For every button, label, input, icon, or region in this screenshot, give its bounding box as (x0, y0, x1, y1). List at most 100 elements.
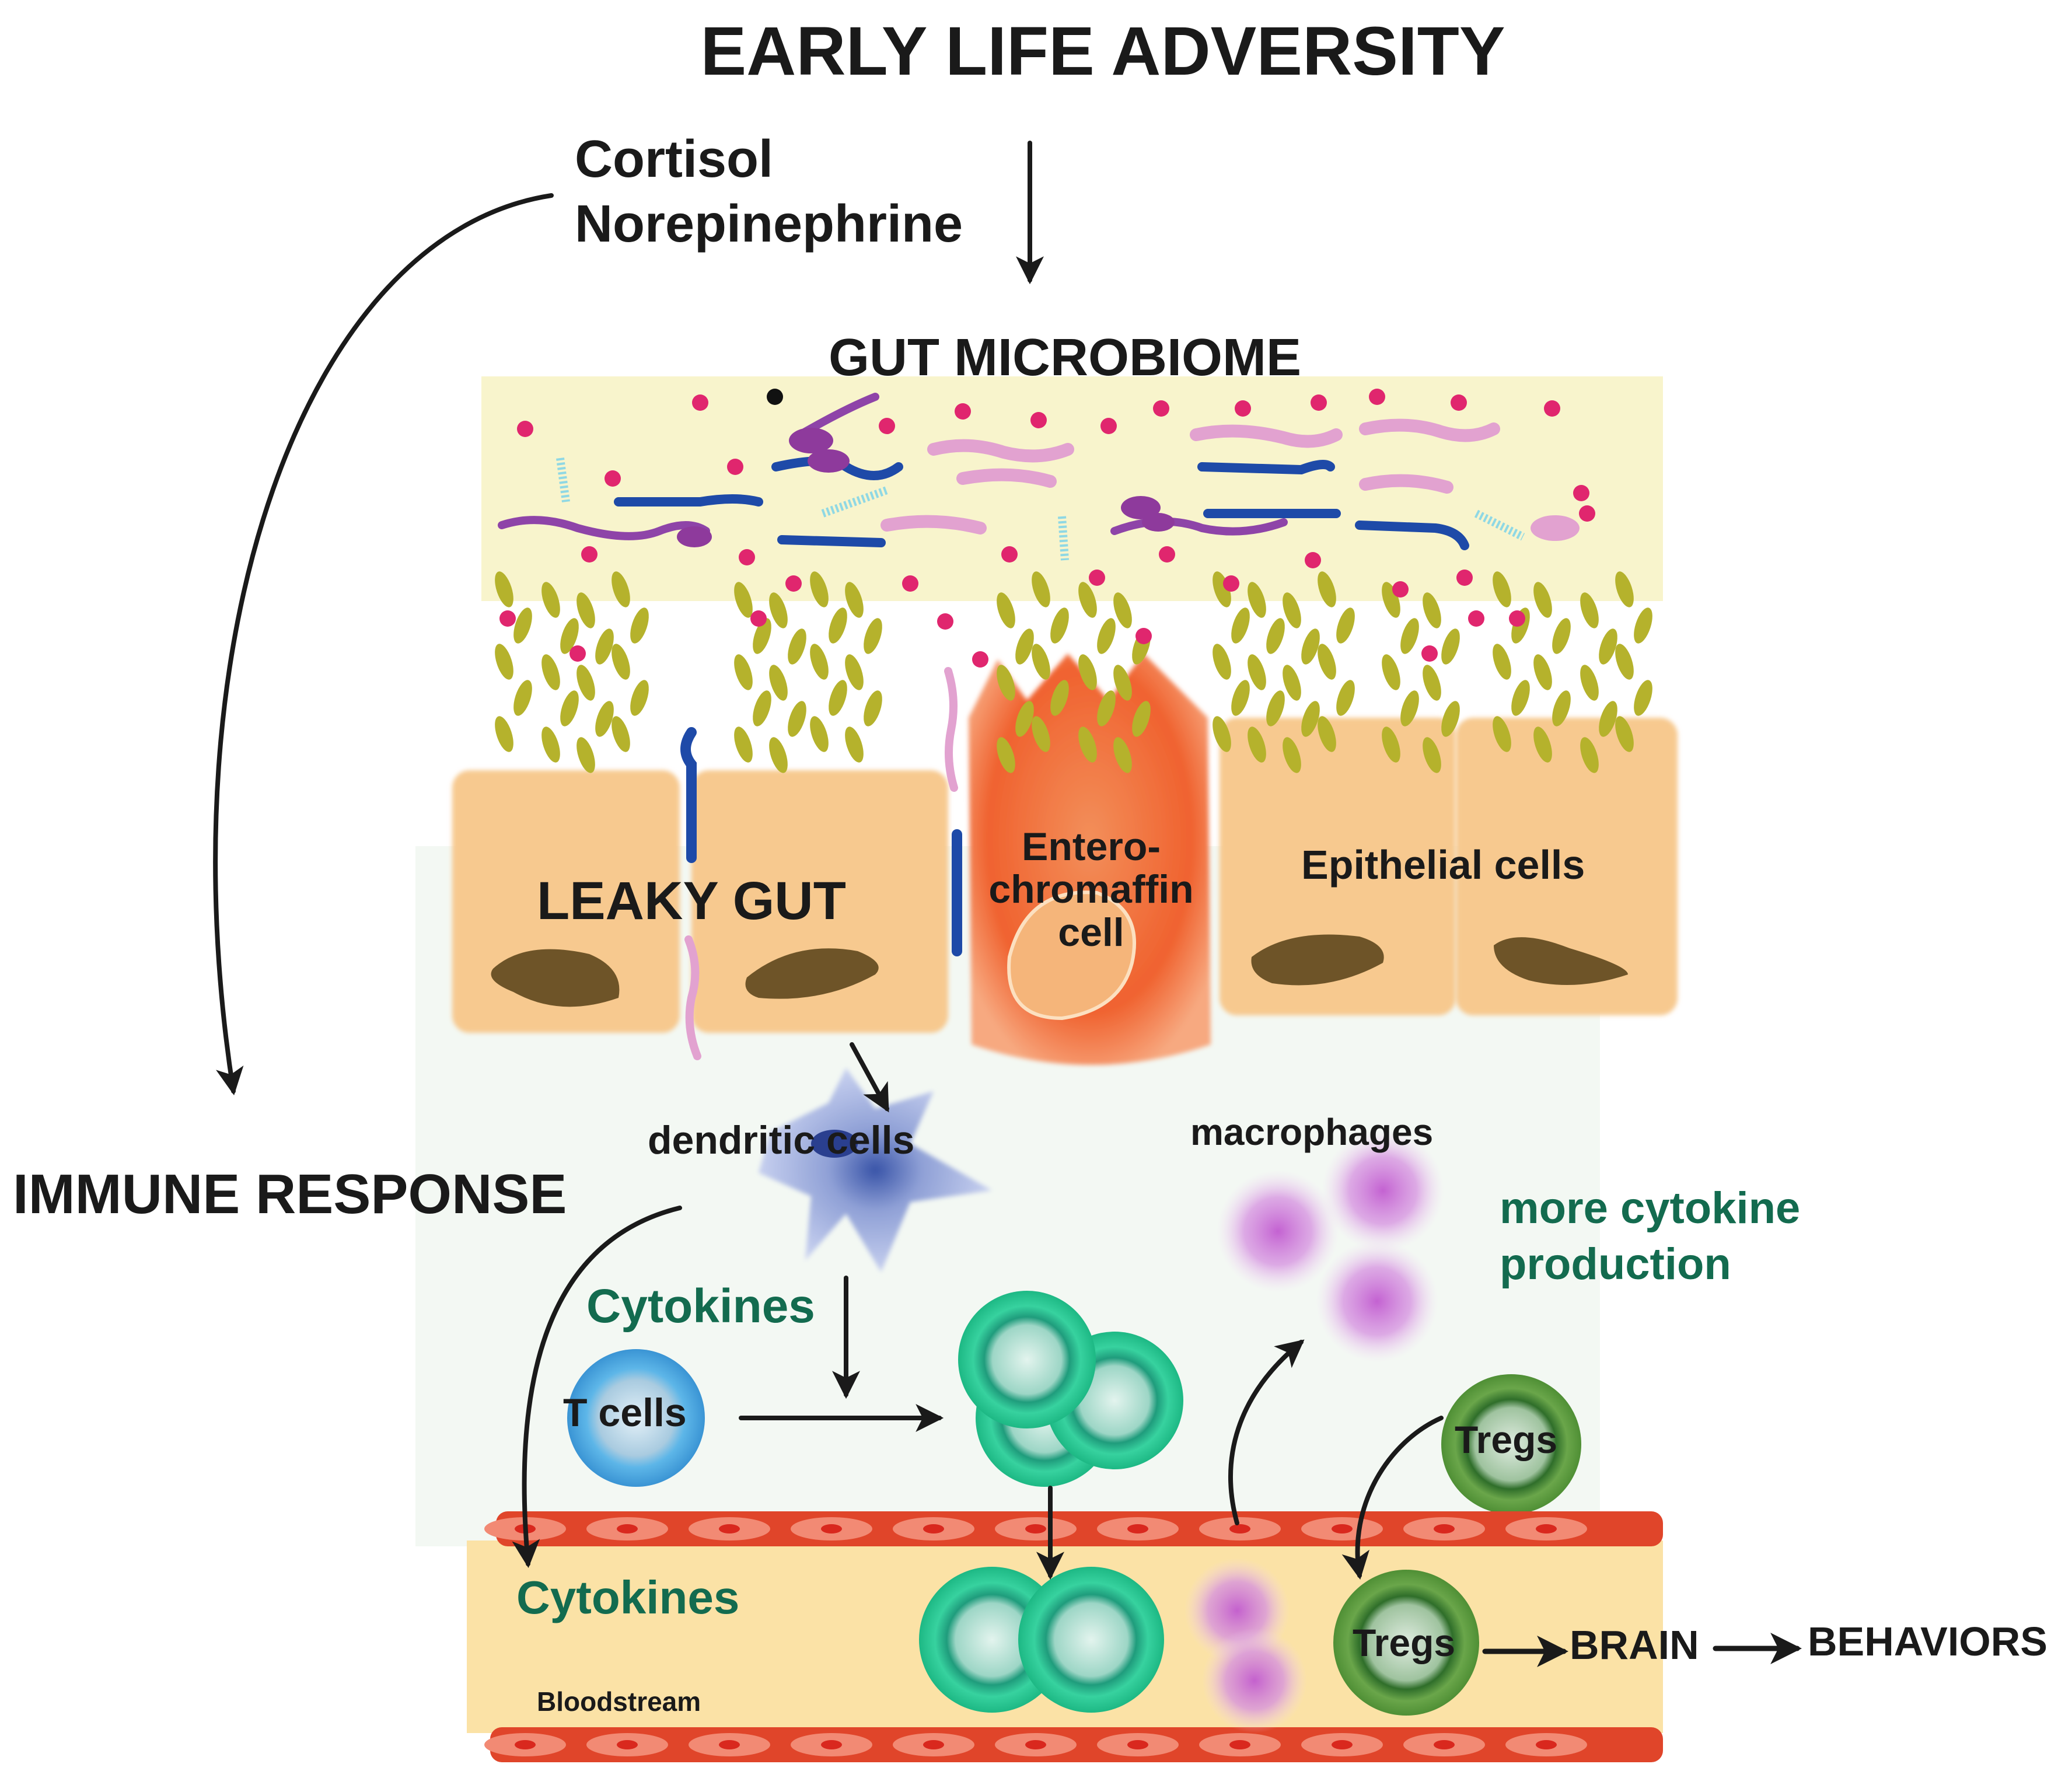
villus-segment (576, 665, 595, 701)
nucleus (491, 949, 620, 1007)
villus-segment (1533, 654, 1552, 690)
villus-segment (753, 618, 771, 654)
arrow-gut-to-dendritic (850, 1042, 889, 1113)
villus-segment (1213, 571, 1231, 607)
bacterium-dot (1223, 575, 1239, 592)
enterochromaffin-line1: Entero- (1022, 825, 1161, 869)
villus-segment (1423, 592, 1441, 628)
villus-segment (1423, 665, 1441, 701)
vessel-cell-nucleus (515, 1740, 536, 1749)
villus-segment (1132, 701, 1151, 737)
villus-segment (1318, 644, 1336, 680)
vessel-cell-nucleus (1127, 1740, 1148, 1749)
bacterium-dot (1451, 394, 1467, 411)
t-cells-label: T cells (563, 1391, 687, 1435)
villus-segment (1400, 690, 1419, 726)
villus-segment (1580, 737, 1599, 773)
macrophage (1322, 1129, 1444, 1252)
villus-segment (560, 690, 579, 726)
more-cytokine-line2: production (1500, 1239, 1731, 1290)
villus-segment (1318, 716, 1336, 752)
bloodstream-label: Bloodstream (537, 1686, 701, 1717)
villus-segment (1336, 680, 1355, 716)
macrophages-blood (1185, 1558, 1307, 1733)
villus-segment (1113, 592, 1132, 628)
villus-segment (769, 592, 788, 628)
villus-segment (734, 726, 753, 763)
brain-label: BRAIN (1570, 1622, 1699, 1668)
bacterium-dot (692, 394, 708, 411)
villus-segment (495, 571, 513, 607)
villus-segment (753, 690, 771, 726)
villus-segment (769, 665, 788, 701)
vessel-cell-nucleus (821, 1524, 842, 1534)
villus-segment (1493, 716, 1511, 752)
villus-segment (845, 654, 864, 690)
villus-segment (612, 716, 630, 752)
villus-segment (1032, 644, 1050, 680)
villus-segment (1382, 726, 1400, 763)
villus-segment (1382, 582, 1400, 618)
villus-segment (576, 737, 595, 773)
vessel-cell-nucleus (1434, 1740, 1455, 1749)
activated-t-cells-blood (919, 1567, 1164, 1713)
villus-segment (513, 680, 532, 716)
vessel-cell-nucleus (1229, 1524, 1250, 1534)
villus-segment (1283, 737, 1301, 773)
bacterium-dot (1305, 552, 1321, 568)
villus-segment (541, 654, 560, 690)
villus-segment (612, 571, 630, 607)
villus-segment (1441, 628, 1460, 665)
microvilli (495, 571, 1652, 773)
villus-segment (630, 680, 649, 716)
villus-segment (1231, 607, 1250, 644)
villus-segment (1050, 607, 1069, 644)
villus-segment (1552, 618, 1571, 654)
vessel-cell-nucleus (1434, 1524, 1455, 1534)
villus-segment (1078, 726, 1097, 763)
nucleus (1251, 934, 1384, 986)
gut-lumen (481, 376, 1663, 601)
enterochromaffin-line3: cell (1058, 910, 1124, 955)
vessel-cell-nucleus (1332, 1740, 1353, 1749)
bacterium-dot (1153, 400, 1169, 417)
villus-segment (1615, 644, 1634, 680)
villus-segment (810, 644, 829, 680)
bacterium-dot (955, 403, 971, 420)
vessel-cell-nucleus (1536, 1740, 1557, 1749)
villus-segment (495, 716, 513, 752)
cytokines-tissue-label: Cytokines (586, 1280, 815, 1333)
bacterium-dot (1089, 570, 1105, 586)
nucleus (745, 948, 879, 999)
villus-segment (769, 737, 788, 773)
epithelial-cell (691, 770, 948, 1033)
villus-segment (1615, 716, 1634, 752)
villus-segment (595, 701, 614, 737)
vessel-cell-nucleus (719, 1740, 740, 1749)
villus-segment (1382, 654, 1400, 690)
villus-segment (1213, 716, 1231, 752)
bacterium-dot (739, 549, 755, 565)
bacterium-dot (902, 575, 918, 592)
villus-segment (1283, 592, 1301, 628)
enterochromaffin-label: Entero- chromaffin cell (963, 825, 1220, 955)
villus-segment (576, 592, 595, 628)
villus-segment (1533, 726, 1552, 763)
villus-segment (997, 737, 1015, 773)
hormones-label: Cortisol Norepinephrine (575, 131, 963, 253)
vessel-cell-nucleus (923, 1740, 944, 1749)
villus-segment (612, 644, 630, 680)
bacterium-dot (1311, 394, 1327, 411)
epithelial-cell (1220, 718, 1456, 1015)
villus-segment (1050, 680, 1069, 716)
tregs-tissue-label: Tregs (1455, 1418, 1558, 1461)
bacterium-dot (1456, 570, 1473, 586)
villus-segment (997, 592, 1015, 628)
villus-segment (734, 654, 753, 690)
villus-segment (1493, 644, 1511, 680)
macrophage (1316, 1240, 1438, 1363)
villus-segment (1615, 571, 1634, 607)
macrophages-label: macrophages (1190, 1111, 1434, 1153)
